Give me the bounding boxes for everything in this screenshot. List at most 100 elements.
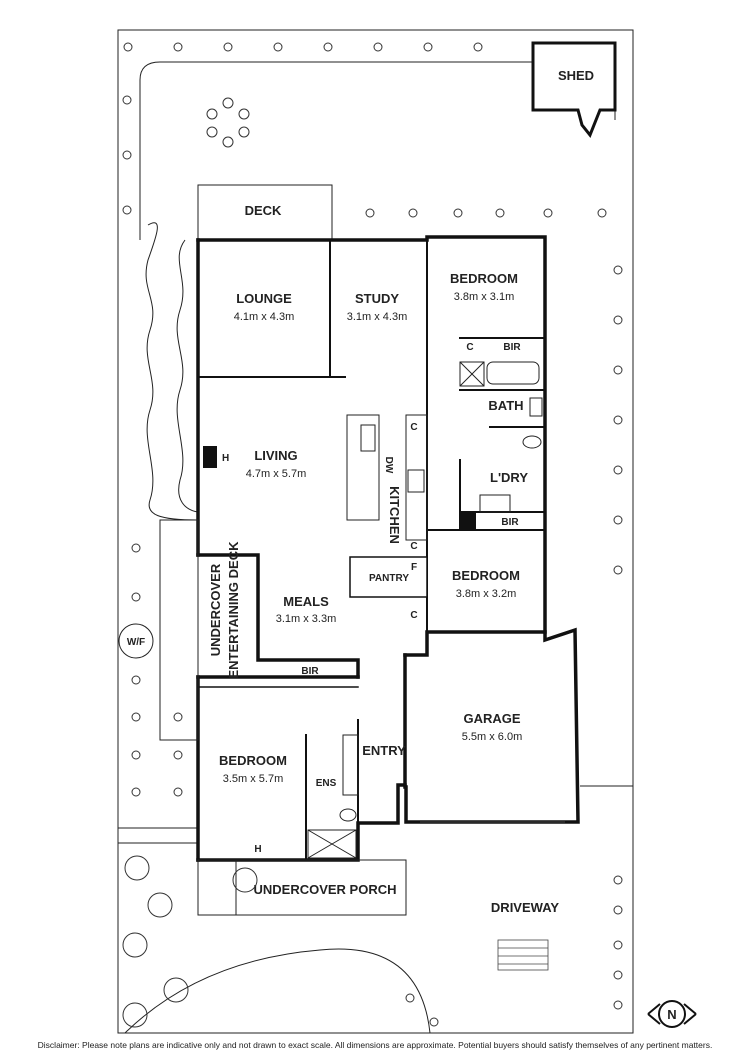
shower-x — [307, 829, 357, 859]
dw-label: DW — [383, 457, 394, 474]
bedroom-sw-dims: 3.5m x 5.7m — [223, 773, 284, 785]
shrub — [323, 42, 333, 52]
shrub — [613, 515, 623, 525]
shrub — [405, 993, 415, 1003]
shrub — [131, 787, 141, 797]
porch — [197, 859, 407, 916]
garage-dims: 5.5m x 6.0m — [462, 731, 523, 743]
entry-label: ENTRY — [362, 743, 406, 758]
shrub — [453, 208, 463, 218]
shrub — [173, 750, 183, 760]
disclaimer: Disclaimer: Please note plans are indica… — [37, 1040, 713, 1050]
shrub — [613, 875, 623, 885]
vanity — [529, 397, 543, 417]
shrub — [613, 465, 623, 475]
shrub-ring — [222, 136, 234, 148]
laundry-label: L'DRY — [490, 470, 528, 485]
shrub — [613, 265, 623, 275]
bir-label: BIR — [503, 342, 521, 353]
tree — [147, 892, 173, 918]
shrub — [173, 787, 183, 797]
shrub-ring — [222, 97, 234, 109]
driveway-label: DRIVEWAY — [491, 900, 559, 915]
shrub — [365, 208, 375, 218]
shrub-ring — [206, 126, 218, 138]
fireplace — [203, 446, 217, 468]
kitchen-bench — [405, 414, 428, 541]
shrub — [273, 42, 283, 52]
shrub-ring — [238, 108, 250, 120]
garden-trees — [122, 42, 623, 1028]
shrub — [131, 675, 141, 685]
lounge-dims: 4.1m x 4.3m — [234, 311, 295, 323]
shrub — [223, 42, 233, 52]
bedroom-sw-label: BEDROOM — [219, 753, 287, 768]
linen-x — [459, 361, 485, 387]
shrub — [597, 208, 607, 218]
house-wall-front — [196, 783, 407, 862]
living-dims: 4.7m x 5.7m — [246, 468, 307, 480]
bath-label: BATH — [488, 398, 523, 413]
tree — [122, 1002, 148, 1028]
ens-shower — [307, 829, 357, 859]
meals-label: MEALS — [283, 594, 329, 609]
property-boundary — [117, 29, 634, 1034]
wf-circle — [118, 623, 154, 659]
shrub — [131, 712, 141, 722]
shrub — [613, 365, 623, 375]
linen-cupboard — [459, 361, 485, 387]
bedroom-ne-label: BEDROOM — [450, 271, 518, 286]
bir-sw-label: BIR — [301, 666, 319, 677]
shrub-ring — [206, 108, 218, 120]
bir-black-block — [460, 512, 476, 530]
tree — [232, 867, 258, 893]
shrub — [123, 42, 133, 52]
study-label: STUDY — [355, 291, 399, 306]
porch-label: UNDERCOVER PORCH — [253, 882, 396, 897]
entertaining-deck-label: ENTERTAINING DECK — [226, 541, 241, 679]
deck-label: DECK — [245, 203, 282, 218]
shrub — [122, 150, 132, 160]
entertaining-deck — [159, 519, 199, 741]
garage-wall — [403, 627, 580, 824]
wavy-garden-bed — [145, 222, 199, 521]
lounge-label: LOUNGE — [236, 291, 292, 306]
shrub — [613, 905, 623, 915]
shrub — [173, 712, 183, 722]
bedroom-e-dims: 3.8m x 3.2m — [456, 588, 517, 600]
c-label: C — [466, 342, 473, 353]
shed: SHED — [531, 41, 617, 138]
undercover-label: UNDERCOVER — [208, 563, 223, 656]
shrub — [613, 415, 623, 425]
shrub — [423, 42, 433, 52]
shrub — [613, 315, 623, 325]
garden-path — [139, 61, 616, 240]
pantry-label: PANTRY — [369, 573, 409, 584]
paving-icon — [497, 939, 549, 971]
ens-vanity — [342, 734, 359, 796]
shrub — [122, 205, 132, 215]
shrub — [613, 940, 623, 950]
meals-dims: 3.1m x 3.3m — [276, 613, 337, 625]
house-wall-deck — [196, 553, 360, 679]
kitchen-island — [346, 414, 380, 521]
shrub-ring — [238, 126, 250, 138]
c-label: C — [410, 541, 417, 552]
f-label: F — [411, 562, 417, 573]
laundry-trough — [479, 494, 511, 513]
bathtub — [486, 361, 540, 385]
shrub — [373, 42, 383, 52]
shrub — [473, 42, 483, 52]
shrub — [495, 208, 505, 218]
house-outer-wall — [196, 235, 547, 634]
shrub — [173, 42, 183, 52]
bedroom-e-label: BEDROOM — [452, 568, 520, 583]
tree — [163, 977, 189, 1003]
shrub — [613, 970, 623, 980]
shrub — [613, 1000, 623, 1010]
shrub — [131, 592, 141, 602]
toilet — [522, 435, 542, 449]
h-label: H — [222, 453, 229, 464]
ens-toilet — [339, 808, 357, 822]
